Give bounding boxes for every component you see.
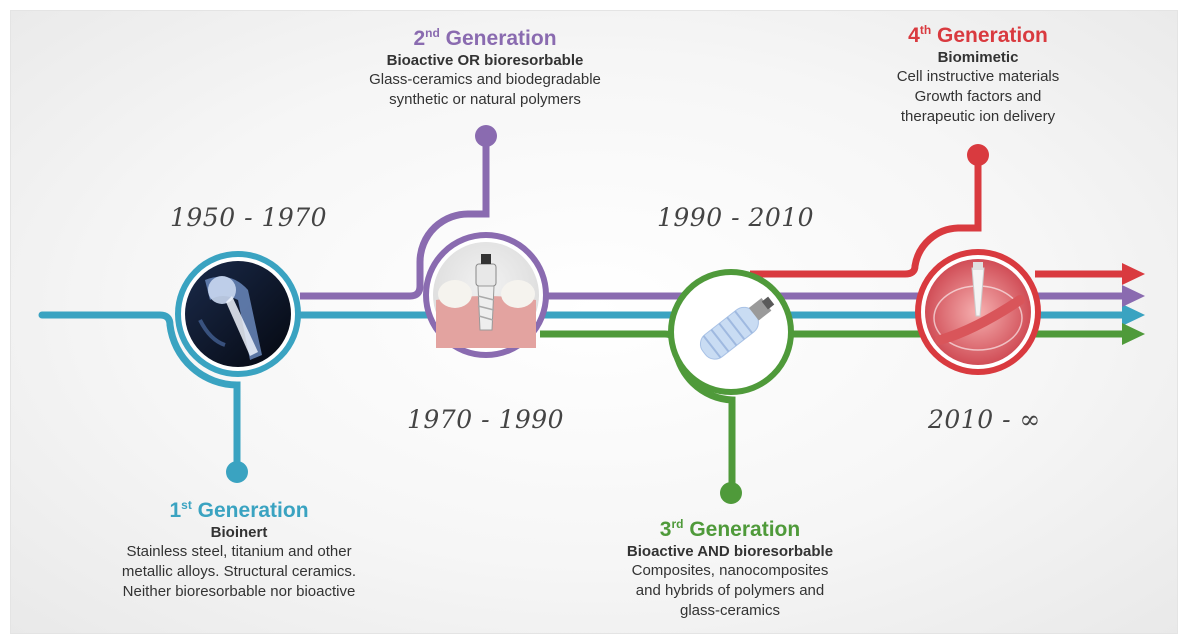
gen2-title: 2nd Generation — [413, 26, 557, 50]
gen3-desc-line: Composites, nanocomposites — [631, 562, 829, 579]
gen2-text-block: 2nd Generation Bioactive OR bioresorbabl… — [330, 27, 640, 110]
gen2-subtitle: Bioactive OR bioresorbable — [386, 52, 584, 69]
gen1-text-block: 1st Generation Bioinert Stainless steel,… — [84, 499, 394, 602]
gen3-text-block: 3rd Generation Bioactive AND bioresorbab… — [575, 518, 885, 621]
petri-dish-culture-icon — [915, 249, 1041, 375]
gen3-subtitle: Bioactive AND bioresorbable — [626, 543, 834, 560]
gen2-arrowhead — [1122, 285, 1145, 307]
bioresorbable-screw-icon — [668, 269, 794, 395]
gen4-subtitle: Biomimetic — [937, 49, 1019, 66]
gen4-marker-dot — [967, 144, 989, 166]
gen1-arrowhead — [1122, 304, 1145, 326]
period-label-1970-1990: 1970 - 1990 — [407, 405, 565, 434]
gen4-arrowhead — [1122, 263, 1145, 285]
gen4-desc-line: Growth factors and — [914, 88, 1042, 105]
gen3-title: 3rd Generation — [659, 517, 801, 541]
gen2-timeline-line — [300, 137, 490, 300]
gen4-title: 4th Generation — [908, 23, 1048, 47]
gen4-desc-line: Cell instructive materials — [896, 68, 1060, 85]
dental-implant-icon — [423, 232, 549, 358]
period-label-2010-infinity: 2010 - ∞ — [928, 405, 1041, 434]
gen4-timeline-line — [750, 156, 982, 278]
gen1-timeline-line — [38, 311, 241, 474]
gen3-marker-dot — [720, 482, 742, 504]
gen1-title: 1st Generation — [169, 498, 309, 522]
gen1-subtitle: Bioinert — [210, 524, 268, 541]
gen1-desc-line: Neither bioresorbable nor bioactive — [122, 583, 356, 600]
hip-implant-xray-icon — [175, 251, 301, 377]
gen1-desc-line: Stainless steel, titanium and other — [126, 543, 352, 560]
gen1-marker-dot — [226, 461, 248, 483]
gen4-desc-line: therapeutic ion delivery — [900, 108, 1056, 125]
period-label-1950-1970: 1950 - 1970 — [170, 203, 328, 232]
gen4-text-block: 4th Generation Biomimetic Cell instructi… — [823, 24, 1133, 127]
period-label-1990-2010: 1990 - 2010 — [657, 203, 815, 232]
gen2-desc-line: Glass-ceramics and biodegradable — [369, 71, 601, 88]
gen2-desc-line: synthetic or natural polymers — [389, 91, 581, 108]
gen1-desc-line: metallic alloys. Structural ceramics. — [121, 563, 357, 580]
gen3-arrowhead — [1122, 323, 1145, 345]
gen3-desc-line: glass-ceramics — [679, 602, 781, 619]
gen2-marker-dot — [475, 125, 497, 147]
gen3-desc-line: and hybrids of polymers and — [635, 582, 825, 599]
